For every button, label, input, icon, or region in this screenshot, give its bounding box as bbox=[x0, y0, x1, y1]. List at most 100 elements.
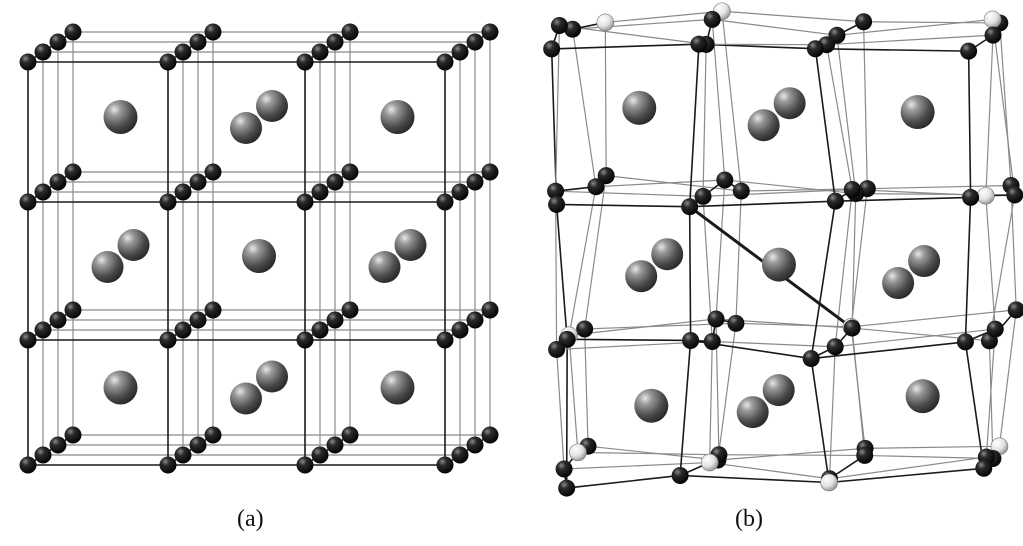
panel-b-bond bbox=[814, 48, 837, 202]
panel-b-bond bbox=[555, 190, 704, 197]
panel-a-small-atom bbox=[34, 183, 52, 201]
panel-b-large-atom bbox=[908, 245, 941, 278]
panel-b-bond bbox=[964, 197, 972, 342]
panel-b-small-atom bbox=[962, 188, 980, 206]
panel-b-large-atom bbox=[900, 95, 935, 130]
panel-b-bond bbox=[568, 186, 597, 336]
panel-b-bond bbox=[999, 22, 1012, 186]
panel-a-small-atom bbox=[159, 53, 177, 71]
panel-a-small-atom bbox=[296, 53, 314, 71]
panel-a-large-atom bbox=[230, 382, 262, 415]
panel-b-small-atom bbox=[682, 331, 700, 349]
panel-b-bond bbox=[709, 341, 713, 463]
panel-a-small-atom bbox=[466, 33, 484, 51]
panel-b-distorted-lattice bbox=[543, 2, 1023, 497]
panel-b-large-atom bbox=[634, 388, 669, 423]
panel-a-small-atom bbox=[341, 426, 359, 444]
panel-a-small-atom bbox=[326, 436, 344, 454]
panel-b-small-atom bbox=[681, 198, 699, 216]
panel-b-bond bbox=[985, 195, 996, 330]
panel-b-small-atom bbox=[1006, 186, 1023, 204]
panel-b-bond bbox=[584, 329, 589, 447]
panel-b-bond bbox=[829, 467, 984, 484]
panel-b-bond bbox=[702, 44, 707, 197]
panel-a-small-atom bbox=[19, 331, 37, 349]
panel-a-large-atom bbox=[380, 100, 415, 134]
panel-b-bond bbox=[850, 188, 868, 327]
panel-a-caption: (a) bbox=[237, 506, 264, 532]
panel-b-bond bbox=[709, 461, 830, 480]
panel-a-small-atom bbox=[19, 193, 37, 211]
panel-b-atoms bbox=[543, 2, 1023, 497]
panel-a-small-atom bbox=[174, 446, 192, 464]
panel-b-small-atom bbox=[548, 195, 566, 213]
panel-b-small-atom bbox=[564, 20, 582, 38]
panel-b-small-atom bbox=[843, 181, 861, 199]
panel-b-light-atom bbox=[977, 186, 995, 205]
panel-b-bond bbox=[836, 35, 857, 194]
panel-b-large-atom bbox=[773, 87, 806, 120]
panel-b-light-atom bbox=[983, 10, 1002, 29]
panel-a-small-atom bbox=[451, 446, 469, 464]
panel-b-light-atom bbox=[700, 453, 719, 472]
panel-b-bond bbox=[688, 44, 700, 207]
panel-b-bond bbox=[556, 349, 565, 470]
panel-b-large-atom bbox=[762, 374, 795, 407]
panel-a-large-atom bbox=[91, 251, 124, 283]
panel-b-small-atom bbox=[975, 459, 993, 477]
panel-b-light-atom bbox=[596, 13, 615, 32]
panel-b-bond bbox=[1010, 185, 1017, 310]
panel-b-bond bbox=[679, 340, 692, 476]
panel-b-bond bbox=[605, 10, 723, 24]
panel-a-small-atom bbox=[296, 456, 314, 474]
panel-a-small-atom bbox=[49, 436, 67, 454]
panel-b-small-atom bbox=[547, 182, 565, 200]
panel-b-small-atom bbox=[716, 171, 734, 189]
panel-b-bond bbox=[688, 206, 692, 341]
panel-a-small-atom bbox=[204, 301, 222, 319]
panel-a-small-atom bbox=[64, 23, 82, 41]
panel-b-small-atom bbox=[986, 320, 1004, 338]
panel-b-bond bbox=[604, 22, 607, 176]
panel-a-small-atom bbox=[481, 23, 499, 41]
panel-b-large-atom bbox=[736, 396, 769, 429]
panel-a-small-atom bbox=[436, 331, 454, 349]
panel-b-bond bbox=[551, 43, 699, 50]
panel-a-large-atom bbox=[117, 229, 150, 261]
panel-a-small-atom bbox=[451, 183, 469, 201]
panel-b-small-atom bbox=[690, 35, 708, 53]
panel-b-small-atom bbox=[843, 319, 861, 337]
panel-a-small-atom bbox=[189, 173, 207, 191]
panel-a-small-atom bbox=[174, 321, 192, 339]
panel-b-small-atom bbox=[576, 320, 594, 338]
panel-a-small-atom bbox=[159, 331, 177, 349]
panel-b-bond bbox=[867, 184, 1012, 190]
panel-b-small-atom bbox=[826, 338, 844, 356]
panel-b-caption: (b) bbox=[735, 506, 763, 532]
panel-a-atoms bbox=[19, 23, 499, 474]
panel-a-small-atom bbox=[466, 436, 484, 454]
panel-b-bond bbox=[572, 18, 713, 30]
panel-b-small-atom bbox=[558, 330, 576, 348]
panel-b-bond bbox=[967, 51, 972, 198]
panel-b-bond bbox=[811, 341, 966, 360]
panel-a-small-atom bbox=[326, 33, 344, 51]
panel-b-small-atom bbox=[732, 182, 750, 200]
panel-a-small-atom bbox=[466, 173, 484, 191]
panel-a-small-atom bbox=[341, 301, 359, 319]
panel-a-small-atom bbox=[326, 173, 344, 191]
panel-b-bond bbox=[810, 358, 830, 483]
panel-b-bond bbox=[991, 19, 1016, 196]
panel-a-small-atom bbox=[204, 23, 222, 41]
panel-b-small-atom bbox=[956, 333, 974, 351]
panel-b-bond bbox=[735, 322, 852, 328]
panel-b-small-atom bbox=[671, 466, 689, 484]
panel-b-bond bbox=[828, 346, 836, 479]
panel-a-small-atom bbox=[189, 33, 207, 51]
panel-b-large-atom bbox=[761, 247, 796, 282]
panel-b-bond bbox=[825, 44, 853, 190]
panel-b-bond bbox=[584, 175, 607, 330]
panel-b-bond bbox=[712, 18, 838, 36]
panel-a-small-atom bbox=[481, 163, 499, 181]
panel-a-small-atom bbox=[159, 456, 177, 474]
